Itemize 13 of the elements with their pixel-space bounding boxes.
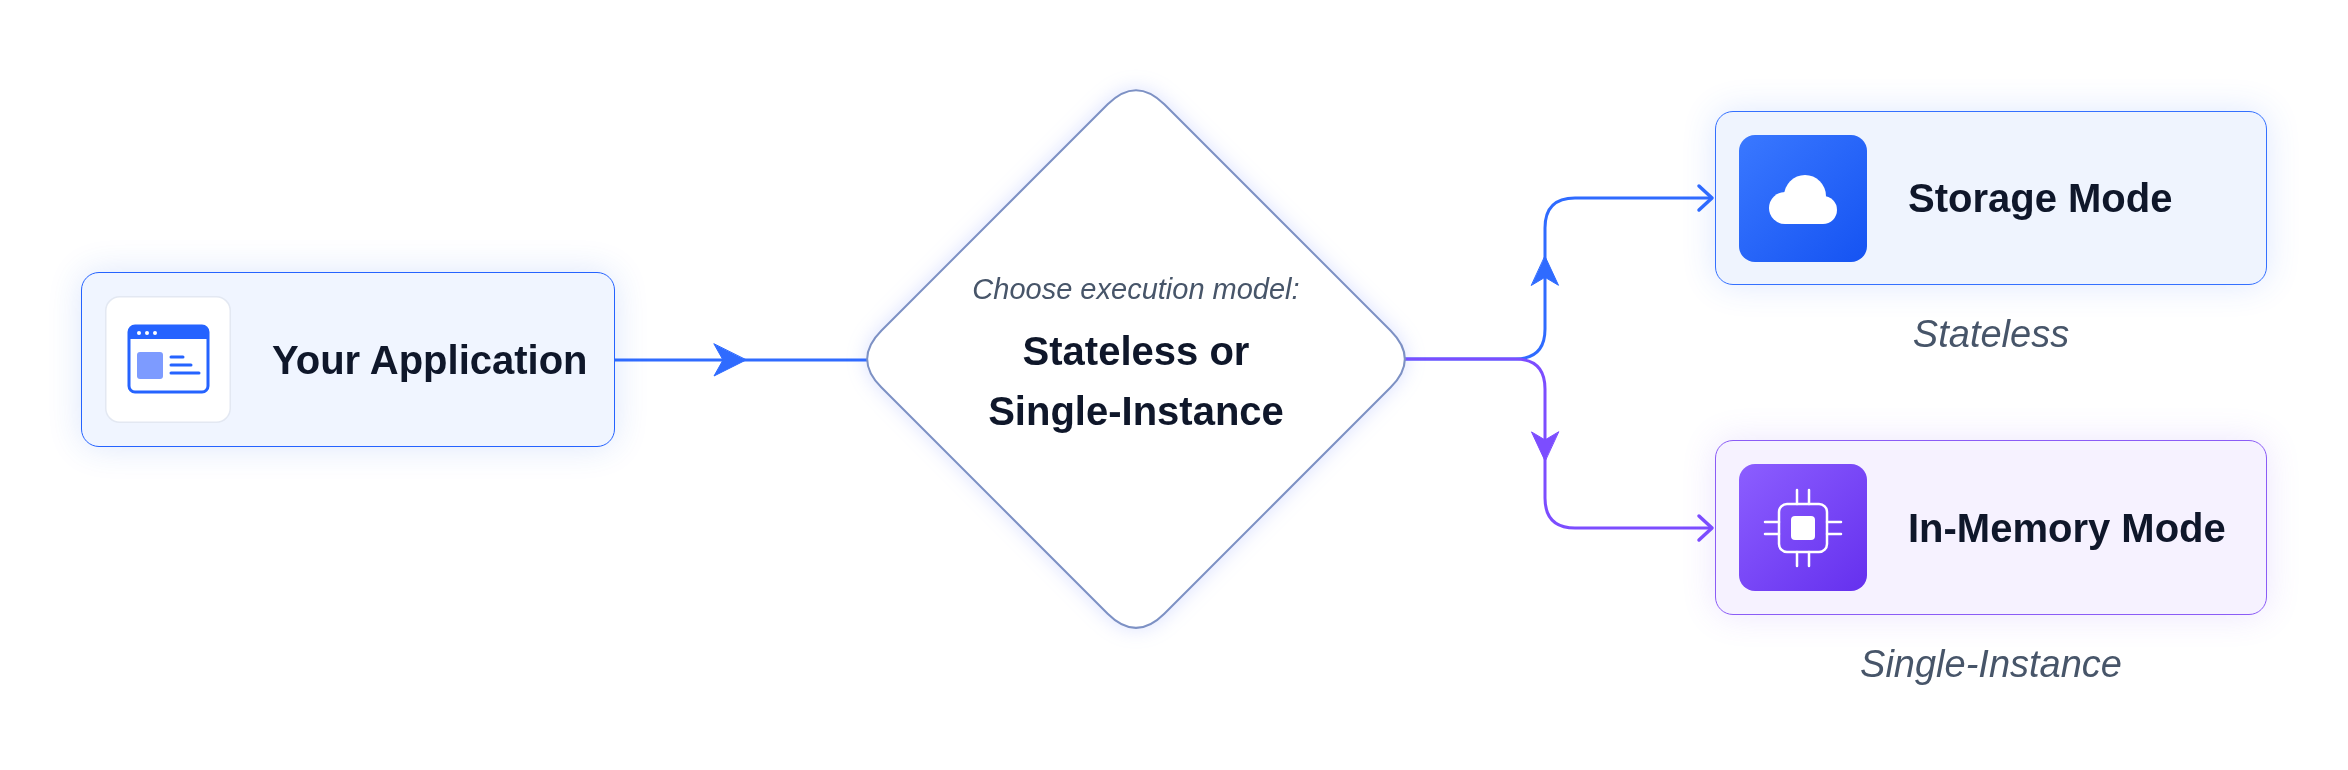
arrow <box>615 343 867 377</box>
process-box <box>81 272 615 447</box>
decision-diamond <box>867 90 1405 628</box>
mode-caption: Single-Instance <box>1860 642 2122 686</box>
mode-caption: Stateless <box>1912 312 2070 356</box>
arrow <box>1405 357 1714 542</box>
mode-card <box>1715 440 2267 615</box>
node-title: In-Memory Mode <box>1908 504 2226 552</box>
node-title: Storage Mode <box>1908 175 2173 222</box>
node-title: Your Application <box>272 336 588 384</box>
decision-question: Stateless or Single-Instance <box>987 328 1285 435</box>
mode-card <box>1715 111 2267 285</box>
decision-prompt: Choose execution model: <box>972 272 1300 307</box>
